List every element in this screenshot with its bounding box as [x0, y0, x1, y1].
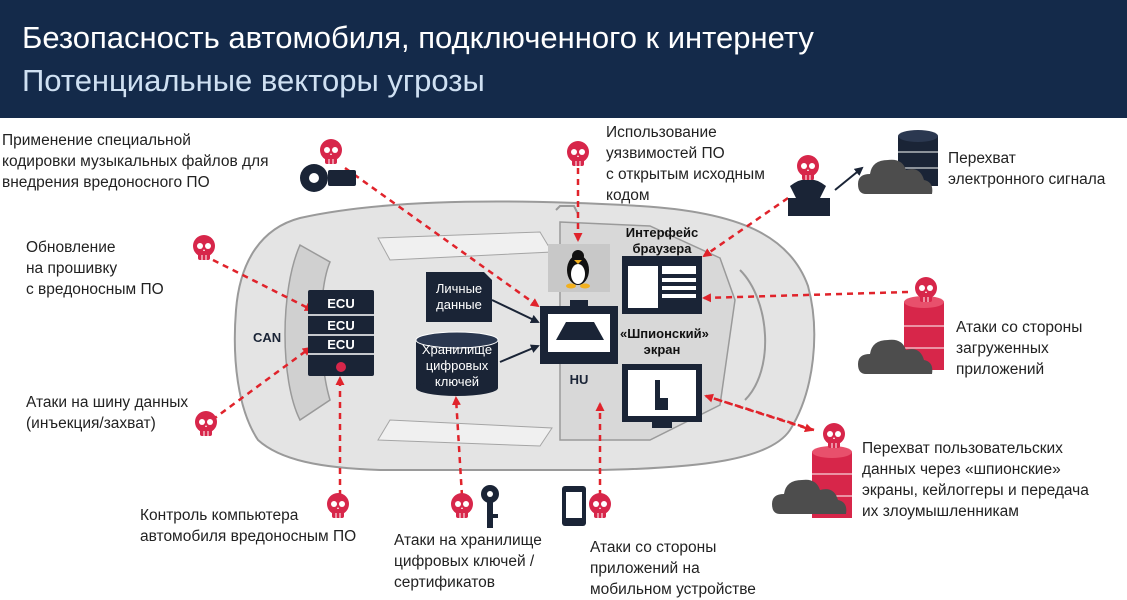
music-player-icon	[300, 164, 356, 192]
skull-icon	[796, 154, 820, 181]
skull-icon	[192, 234, 216, 261]
can-label: CAN	[253, 330, 281, 345]
ecu-skull-icon	[336, 362, 346, 372]
ecu-label-1: ECU	[327, 296, 354, 311]
arrow-personal-data	[491, 299, 540, 324]
ecu-stack	[308, 290, 374, 376]
skull-icon	[194, 410, 218, 437]
threat-firmware-update: Обновление на прошивку с вредоносным ПО	[26, 239, 164, 298]
key-storage-database-icon	[415, 331, 499, 396]
smartphone-icon	[562, 486, 586, 526]
page-title: Безопасность автомобиля, подключенного к…	[22, 20, 814, 55]
arrow-bus	[211, 346, 312, 422]
header-banner: Безопасность автомобиля, подключенного к…	[0, 0, 1127, 118]
threat-bus-attack: Атаки на шину данных (инъекция/захват)	[26, 394, 189, 432]
page-subtitle: Потенциальные векторы угрозы	[22, 63, 485, 98]
threat-computer-control: Контроль компьютера автомобиля вредоносн…	[140, 507, 357, 545]
attack-arrows	[211, 166, 909, 497]
personal-data-icon	[426, 272, 492, 322]
touchscreen-icon	[622, 364, 702, 428]
threat-open-source: Использование уязвимостей ПО с открытым …	[606, 124, 765, 204]
arrow-key-storage-hu	[499, 344, 540, 363]
threat-spy-screens: Перехват пользовательских данных через «…	[862, 440, 1089, 520]
threat-key-storage-attack: Атаки на хранилище цифровых ключей / сер…	[394, 532, 542, 591]
ecu-label-2: ECU	[327, 318, 354, 333]
arrow-key-storage	[451, 396, 464, 497]
browser-window-icon	[622, 256, 702, 314]
threat-downloaded-apps: Атаки со стороны загруженных приложений	[956, 319, 1083, 378]
arrow-spy-screen-back	[705, 394, 814, 433]
head-unit-icon	[540, 300, 618, 364]
spy-screen-label: «Шпионский» экран	[620, 326, 709, 357]
skull-icon	[588, 492, 612, 519]
skull-icon	[319, 138, 343, 165]
skull-icon	[566, 140, 590, 167]
threat-music-encoding: Применение специальной кодировки музыкал…	[2, 132, 269, 191]
personal-data-label: Личные данные	[435, 281, 483, 312]
hu-label: HU	[570, 372, 589, 387]
key-storage-label: Хранилище цифровых ключей	[421, 342, 493, 389]
threat-mobile-app-attack: Атаки со стороны приложений на мобильном…	[590, 539, 756, 598]
threat-signal-intercept: Перехват электронного сигнала	[948, 150, 1106, 188]
skull-icon	[450, 492, 474, 519]
data-flow-arrows	[491, 166, 864, 363]
hacker-icon	[788, 179, 830, 216]
arrow-firmware	[212, 258, 314, 312]
linux-penguin-icon	[548, 244, 610, 292]
skull-icon	[822, 422, 846, 449]
arrow-hacker-db	[834, 166, 864, 191]
arrow-downloaded-apps	[702, 290, 909, 303]
browser-label: Интерфейс браузера	[625, 225, 699, 256]
key-icon	[481, 485, 499, 528]
ecu-label-3: ECU	[327, 337, 354, 352]
